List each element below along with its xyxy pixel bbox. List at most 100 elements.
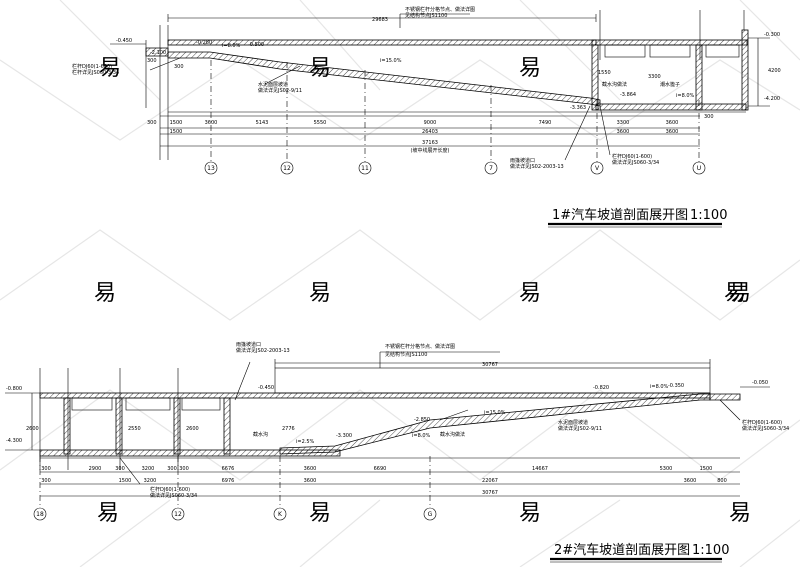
level: -2.100 bbox=[150, 50, 166, 56]
slope: i=15.0% bbox=[380, 58, 402, 64]
watermark-characters: 易易易易易易易易易易易易 bbox=[94, 56, 751, 526]
dim: 2600 bbox=[186, 426, 199, 432]
watermark-glyph: 易 bbox=[97, 501, 119, 526]
axis-label: 12 bbox=[283, 165, 291, 172]
dim: 5300 bbox=[660, 466, 673, 472]
note: 栏杆DJ60(1-600) bbox=[72, 63, 112, 70]
axis-label: 13 bbox=[207, 165, 215, 172]
note: 截水沟 bbox=[253, 431, 268, 438]
dim: 2900 bbox=[89, 466, 102, 472]
dim: 22067 bbox=[482, 478, 498, 484]
level: -0.300 bbox=[764, 32, 780, 38]
level: -3.300 bbox=[336, 433, 352, 439]
dim: 3600 bbox=[684, 478, 697, 484]
level: -4.200 bbox=[764, 96, 780, 102]
note: 水泥面层坡道 bbox=[258, 81, 288, 88]
note-railing-sub: 见结构节点JS1100 bbox=[385, 351, 427, 358]
dim: 1500 bbox=[170, 120, 183, 126]
note: 水泥面层坡道 bbox=[558, 419, 588, 426]
dim: 1500 bbox=[170, 129, 183, 135]
note: 栏杆DJ60(1-600) bbox=[612, 153, 652, 160]
dim: 3200 bbox=[144, 478, 157, 484]
dim: 3300 bbox=[617, 120, 630, 126]
dim: 3200 bbox=[142, 466, 155, 472]
axis-bubbles-1 bbox=[204, 161, 706, 175]
dim: 3600 bbox=[666, 120, 679, 126]
watermark-glyph: 易 bbox=[309, 281, 331, 306]
dim: 800 bbox=[717, 478, 727, 484]
note: 截水沟做法 bbox=[440, 431, 465, 438]
dim: 300 bbox=[167, 466, 177, 472]
dim: 4200 bbox=[768, 68, 781, 74]
annotations-2: 30767 不锈钢栏杆分格节点、做法详图 见结构节点JS1100 雨篷坡道口 做… bbox=[6, 341, 789, 499]
note: 做法详见JS060-3/34 bbox=[612, 159, 659, 166]
watermark-glyph: 易 bbox=[309, 501, 331, 526]
dim: 3600 bbox=[617, 129, 630, 135]
watermark-glyph: 易 bbox=[99, 56, 121, 81]
note: 做法详见JS060-3/34 bbox=[742, 425, 789, 432]
note: 做法详见JS02-2003-13 bbox=[236, 347, 290, 354]
dim: 5143 bbox=[256, 120, 269, 126]
dim: 300 bbox=[147, 120, 157, 126]
level: -0.450 bbox=[258, 385, 274, 391]
dim: 9000 bbox=[424, 120, 437, 126]
slope: i=8.0% bbox=[650, 384, 669, 390]
level: -4.300 bbox=[6, 438, 22, 444]
axis-label: V bbox=[595, 165, 600, 172]
note: 做法详见JS02-2003-13 bbox=[510, 163, 564, 170]
dim: 6690 bbox=[374, 466, 387, 472]
axis-label: 11 bbox=[361, 165, 369, 172]
watermark-glyph: 易 bbox=[519, 281, 541, 306]
note: 栏杆详见JS060-3/34 bbox=[72, 69, 119, 76]
axis-label: U bbox=[697, 165, 701, 172]
level: -0.800 bbox=[6, 386, 22, 392]
axis-note: (坡中线展开长度) bbox=[411, 147, 450, 154]
dim: 2550 bbox=[128, 426, 141, 432]
dim: 300 bbox=[115, 466, 125, 472]
note-railing: 不锈钢栏杆分格节点、做法详图 bbox=[405, 6, 475, 13]
dim: 1500 bbox=[119, 478, 132, 484]
dim-total-top: 29683 bbox=[372, 17, 388, 23]
dim: 300 bbox=[41, 466, 51, 472]
axis-label: 7 bbox=[489, 165, 493, 172]
axis-bubbles-2 bbox=[33, 507, 437, 521]
dim: 6676 bbox=[222, 466, 235, 472]
dim: 3600 bbox=[304, 466, 317, 472]
slope: i=8.0% bbox=[222, 43, 241, 49]
drawing-title: 2#汽车坡道剖面展开图 bbox=[554, 542, 690, 558]
axis-label: 12 bbox=[174, 511, 182, 518]
dim-total: 30767 bbox=[482, 490, 498, 496]
watermark-glyph: 易 bbox=[519, 56, 541, 81]
level: -0.350 bbox=[668, 383, 684, 389]
watermark-glyph: 易 bbox=[729, 501, 751, 526]
dim: 3600 bbox=[205, 120, 218, 126]
note-railing-sub: 见结构节点JS1100 bbox=[405, 12, 447, 19]
drawing-title: 1#汽车坡道剖面展开图 bbox=[552, 207, 688, 223]
dim: 6976 bbox=[222, 478, 235, 484]
dim: 300 bbox=[174, 64, 184, 70]
note: 雨篷坡道口 bbox=[236, 341, 261, 348]
dim: 3300 bbox=[648, 74, 661, 80]
level: -0.280 bbox=[196, 40, 212, 46]
dim: 2600 bbox=[26, 426, 39, 432]
slope: i=15.0% bbox=[484, 410, 506, 416]
dim: 2776 bbox=[282, 426, 295, 432]
level: -0.820 bbox=[593, 385, 609, 391]
basement-floor bbox=[595, 103, 747, 111]
slope: i=2.5% bbox=[296, 439, 315, 445]
drawing-scale: 1:100 bbox=[692, 543, 729, 558]
dim: 300 bbox=[41, 478, 51, 484]
note: 栏杆DJ60(1-600) bbox=[150, 486, 190, 493]
title-block-1: 1#汽车坡道剖面展开图 1:100 bbox=[548, 207, 727, 228]
level: -3.363 bbox=[570, 105, 586, 111]
watermark-glyph: 易 bbox=[729, 281, 751, 306]
dim: 14667 bbox=[532, 466, 548, 472]
dim-total: 37163 bbox=[422, 140, 438, 146]
dim-total-top: 30767 bbox=[482, 362, 498, 368]
level: -0.500 bbox=[248, 42, 264, 48]
dim: 300 bbox=[704, 114, 714, 120]
axis-label: 18 bbox=[36, 511, 44, 518]
dim: 3600 bbox=[304, 478, 317, 484]
